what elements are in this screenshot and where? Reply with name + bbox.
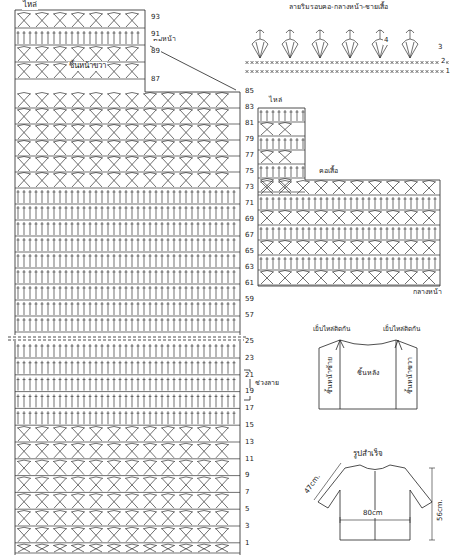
row-number: 21: [244, 372, 255, 380]
row-number: 75: [244, 168, 255, 176]
break-line: [8, 337, 246, 340]
stitch-symbols: [15, 13, 449, 554]
row-number: 23: [244, 355, 255, 363]
row-number: 91: [150, 31, 161, 39]
row-number: 17: [244, 405, 255, 413]
chart-label: 80cm: [362, 510, 384, 518]
piece-label: ชิ้นหลัง: [357, 370, 379, 378]
row-number: 79: [244, 136, 255, 144]
row-number: 3: [244, 523, 250, 531]
row-number: 59: [244, 296, 255, 304]
row-number: 5: [244, 506, 250, 514]
row-number: 87: [150, 76, 161, 84]
row-number: 4: [383, 37, 389, 45]
row-number: 9: [244, 472, 250, 480]
chart-label: กลางหน้า: [412, 289, 443, 297]
row-number: 93: [150, 14, 161, 22]
row-number: 67: [244, 232, 255, 240]
stitch-strokes: [15, 13, 449, 554]
row-number: 63: [244, 264, 255, 272]
row-number: 19: [244, 388, 255, 396]
chart-label: ช่วงลาย: [254, 380, 280, 388]
row-number: 25: [244, 338, 255, 346]
row-number: 89: [150, 48, 161, 56]
row-number: 85: [244, 88, 255, 96]
row-number: 71: [244, 200, 255, 208]
row-number: 61: [244, 280, 255, 288]
dimension-lines: [314, 463, 435, 540]
chart-label: ไหล่: [22, 1, 38, 10]
row-number: 65: [244, 248, 255, 256]
chart-label: ไหล่: [268, 97, 283, 105]
row-number: 13: [244, 439, 255, 447]
chart-label: ชิ้นหน้าขวา: [68, 62, 107, 71]
schematic-path: [319, 340, 417, 409]
row-number: 57: [244, 312, 255, 320]
row-number: 1: [244, 540, 250, 548]
chart-label: เย็บไหล่ติดกัน: [312, 326, 351, 333]
row-number: 73: [244, 184, 255, 192]
neck-line: [150, 46, 236, 90]
row-number: 1: [445, 68, 451, 76]
row-number: 15: [244, 422, 255, 430]
row-number: 11: [244, 456, 255, 464]
row-number: 69: [244, 216, 255, 224]
jacket-outline: [318, 465, 432, 540]
row-number: 77: [244, 152, 255, 160]
row-number: 81: [244, 120, 255, 128]
chart-label: 47cm.: [303, 472, 323, 496]
chart-label: ลายริมรอบคอ-กลางหน้า-ชายเสื้อ: [288, 4, 389, 12]
row-number: 83: [244, 104, 255, 112]
piece-label: ชิ้นหน้าซ้าย: [327, 357, 335, 394]
piece-label: ชิ้นหน้าขวา: [407, 357, 415, 394]
row-number: 7: [244, 489, 250, 497]
row-number: 3: [437, 44, 443, 52]
chart-label: คอเสื้อ: [318, 168, 339, 176]
row-number: 2: [440, 58, 446, 66]
chart-label: 56cm.: [437, 498, 445, 522]
chart-label: รูปสำเร็จ: [352, 450, 384, 459]
garment-schematic: ชิ้นหน้าซ้าย ชิ้นหลัง ชิ้นหน้าขวา: [318, 336, 418, 410]
chart-label: เย็บไหล่ติดกัน: [382, 326, 421, 333]
